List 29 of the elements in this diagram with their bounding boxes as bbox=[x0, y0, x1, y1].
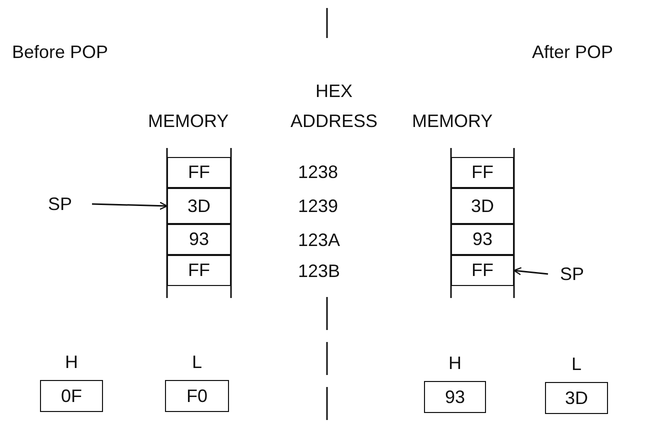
memory-cell: 93 bbox=[451, 224, 514, 255]
memory-cell: 3D bbox=[451, 188, 514, 224]
column-heading: MEMORY bbox=[148, 111, 229, 131]
register-box: 93 bbox=[424, 381, 486, 413]
arrow bbox=[92, 202, 168, 210]
address-label: 123A bbox=[298, 230, 340, 250]
memory-cell: FF bbox=[451, 255, 514, 286]
caption-text: Before POP bbox=[12, 42, 108, 62]
pointer-label: SP bbox=[560, 264, 584, 284]
memory-cell: FF bbox=[167, 157, 231, 188]
caption-text: After POP bbox=[532, 42, 614, 62]
memory-cell: 3D bbox=[167, 188, 231, 224]
column-heading: HEX ADDRESS bbox=[289, 80, 379, 133]
address-label: 1239 bbox=[298, 196, 338, 216]
pointer-label: SP bbox=[48, 194, 72, 214]
column-heading: MEMORY bbox=[412, 111, 493, 131]
address-label: 123B bbox=[298, 261, 340, 281]
address-label: 1238 bbox=[298, 162, 338, 182]
register-box: 0F bbox=[40, 380, 103, 412]
arrow bbox=[513, 267, 548, 276]
register-name: L bbox=[570, 354, 582, 374]
register-box: F0 bbox=[165, 380, 229, 412]
register-name: L bbox=[190, 352, 203, 372]
register-name: H bbox=[448, 353, 462, 373]
memory-cell: 93 bbox=[167, 224, 231, 255]
register-name: H bbox=[64, 352, 79, 372]
memory-cell: FF bbox=[167, 255, 231, 286]
register-box: 3D bbox=[545, 382, 608, 414]
memory-cell: FF bbox=[451, 157, 514, 188]
